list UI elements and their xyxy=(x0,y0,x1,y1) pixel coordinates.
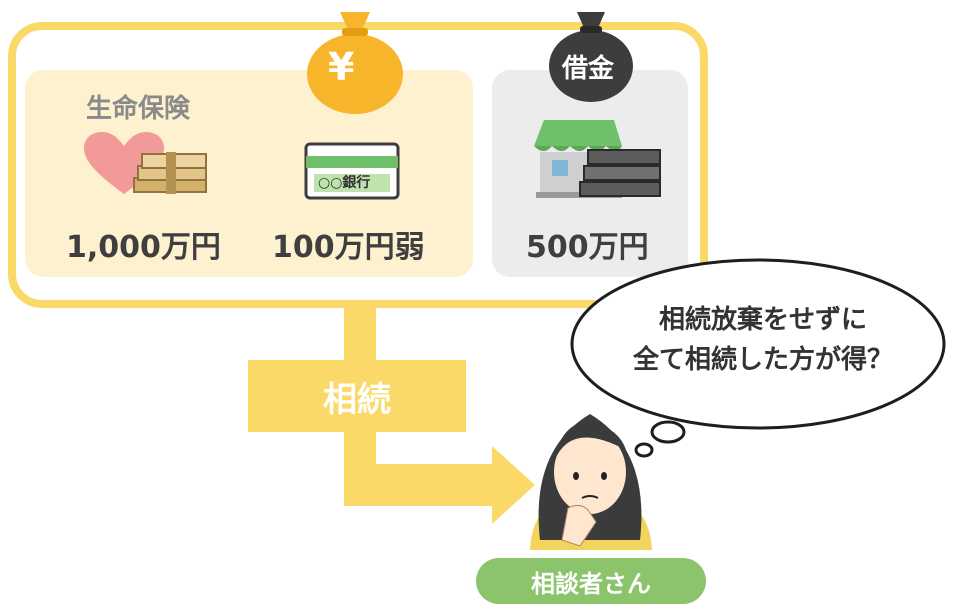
heart-icon xyxy=(84,132,164,194)
yen-symbol: ¥ xyxy=(328,45,355,89)
consultant-badge: 相談者さん xyxy=(476,558,706,604)
thought-line-1: 相続放棄をせずに xyxy=(658,305,867,335)
debt-bag-icon xyxy=(549,12,633,102)
insurance-label: 生命保険 xyxy=(86,94,191,124)
cash-stack-icon xyxy=(133,152,207,194)
bank-card-text: ○○銀行 xyxy=(318,175,371,191)
bank-amount: 100万円弱 xyxy=(272,230,425,265)
debt-amount: 500万円 xyxy=(526,230,649,265)
bankbook-icon xyxy=(304,142,400,200)
thought-text: 相続放棄をせずに 全て相続した方が得？ xyxy=(585,300,941,380)
person-thinking-icon xyxy=(530,414,652,550)
thought-line-2: 全て相続した方が得？ xyxy=(632,345,893,375)
debt-bag-label: 借金 xyxy=(562,54,615,84)
insurance-amount: 1,000万円 xyxy=(66,230,221,265)
thought-bubble-icon xyxy=(570,258,946,458)
store-icon xyxy=(534,120,661,198)
inheritance-arrow-label: 相続 xyxy=(248,360,466,432)
money-bag-icon xyxy=(307,12,403,114)
